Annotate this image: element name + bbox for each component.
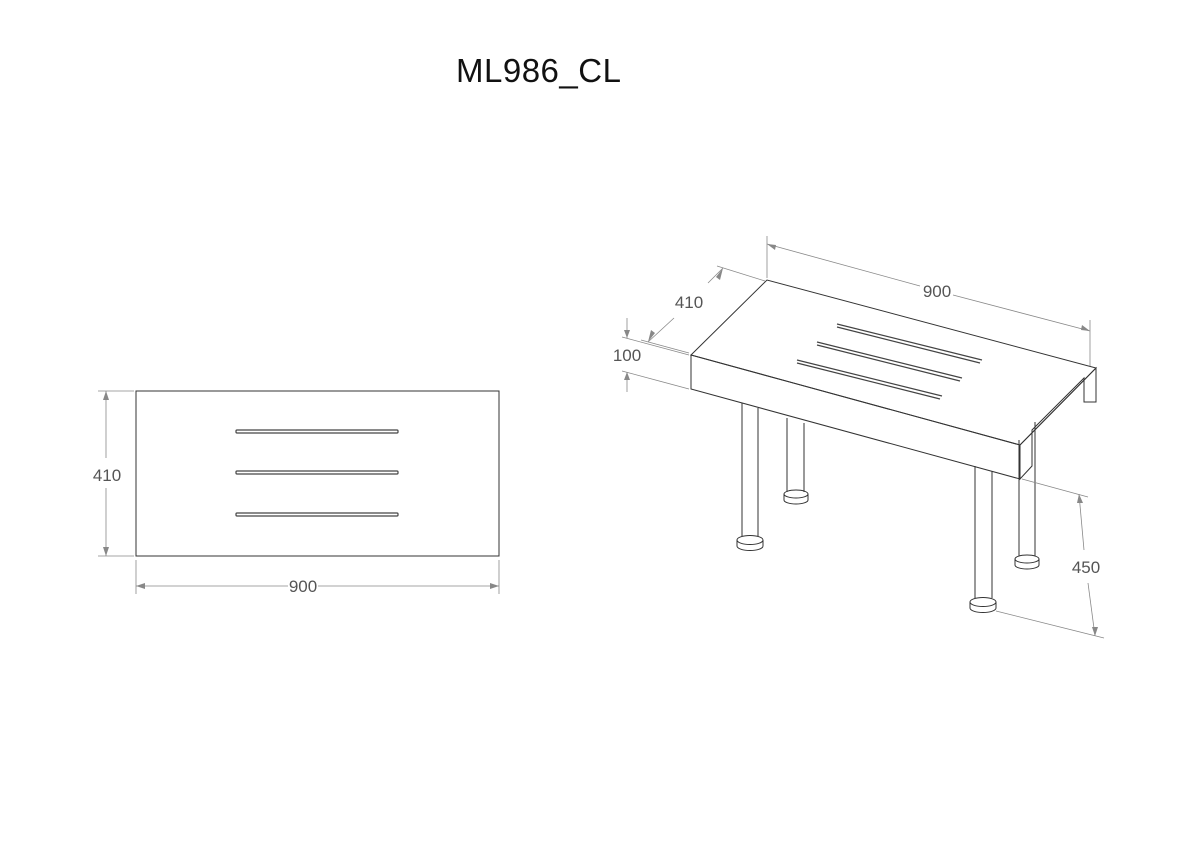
top-view-depth-label: 410 [93,466,121,485]
iso-width-label: 900 [923,282,951,301]
iso-seat-slots [796,323,983,400]
iso-back-leg [1014,422,1040,570]
iso-front-leg [969,466,997,613]
iso-thickness-label: 100 [613,346,641,365]
iso-height-label: 450 [1072,558,1100,577]
top-view-slot [235,470,399,475]
iso-seat-side [1019,366,1097,481]
iso-height-dimension: 450 [995,478,1105,639]
iso-depth-label: 410 [675,293,703,312]
top-view-slot [235,512,399,517]
iso-seat [690,279,1097,481]
top-view: 410 900 [93,390,500,596]
iso-seat-top [690,279,1097,446]
top-view-slots [235,429,399,517]
iso-back-leg [783,418,809,505]
iso-depth-dimension: 410 [640,265,766,354]
top-view-depth-dimension: 410 [93,390,134,557]
iso-seat-front [690,354,1021,480]
drawing-title: ML986_CL [456,52,622,89]
top-view-seat-outline [135,390,500,557]
iso-thickness-dimension: 100 [613,318,690,392]
top-view-slot [235,429,399,434]
top-view-width-dimension: 900 [135,560,500,596]
iso-width-dimension: 900 [766,236,1091,366]
iso-front-leg [736,403,764,551]
iso-view: 900 410 100 [613,236,1105,639]
top-view-width-label: 900 [289,577,317,596]
